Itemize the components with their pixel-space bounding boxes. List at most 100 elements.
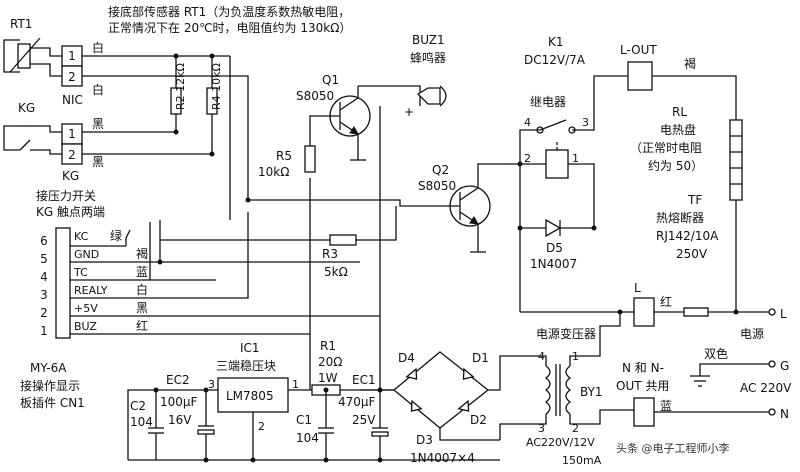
cn1-pin5-color: 褐 <box>136 246 148 261</box>
tf-rating1: RJ142/10A <box>656 229 719 243</box>
cn1-caption2: 接操作显示 <box>20 378 80 393</box>
kg-pin1: 1 <box>68 127 76 141</box>
resistor-r1: R1 20Ω 1W <box>311 339 342 396</box>
neutral-note1: N 和 N- <box>622 361 664 375</box>
cn1-caption3: 板插件 CN1 <box>20 396 85 410</box>
bridge-d1: D1 <box>472 351 489 365</box>
resistor-r3: R3 5kΩ <box>160 206 397 279</box>
bridge-model: 1N4007×4 <box>410 451 475 465</box>
rt1-connector: 1 2 NIC <box>61 45 83 107</box>
kg-caption: KG <box>62 169 79 183</box>
neutral-color: 蓝 <box>660 399 672 413</box>
cn1-pin3-num: 3 <box>40 288 48 302</box>
rl-note1: （正常时电阻 <box>630 141 702 155</box>
cn1-pin5-num: 5 <box>40 252 48 266</box>
cn1-pin6-color: 绿 <box>110 228 122 243</box>
ec1-label: EC1 <box>352 373 376 387</box>
ground-terminal: G <box>780 359 789 373</box>
ic1-pin2: 2 <box>258 420 265 433</box>
bridge-rectifier: D4 D1 D3 D2 1N4007×4 <box>392 351 490 465</box>
rt1-connector-label: NIC <box>62 93 83 107</box>
transistor-q1: Q1 S8050 <box>296 73 371 156</box>
kg-switch: KG <box>3 101 62 155</box>
transistor-q2: Q2 S8050 <box>418 163 491 227</box>
ic1-pin1: 1 <box>292 378 299 391</box>
buzzer-label: BUZ1 <box>412 33 445 47</box>
bridge-d2: D2 <box>470 413 487 427</box>
bridge-d4: D4 <box>398 351 415 365</box>
cn1-pin4-label: TC <box>73 266 88 279</box>
wire-color-white-top: 白 <box>92 40 104 55</box>
cn1-pin4-num: 4 <box>40 270 48 284</box>
cn1-pin2-label: +5V <box>74 302 98 315</box>
ec1-value1: 470μF <box>338 395 376 409</box>
k1-pin1: 1 <box>572 152 579 165</box>
buzzer-name: 蜂鸣器 <box>410 50 446 65</box>
tf-rating2: 250V <box>676 247 708 261</box>
capacitor-ec2: EC2 100μF 16V <box>160 373 215 460</box>
cn1-pin1-num: 1 <box>40 324 48 338</box>
wire-color-white-2: 白 <box>92 82 104 97</box>
wire-color-black-1: 黑 <box>92 117 104 131</box>
cn1-pin2-num: 2 <box>40 306 48 320</box>
l-terminal: L <box>780 307 787 321</box>
bridge-d3: D3 <box>416 433 433 447</box>
ac-label: AC 220V <box>740 381 792 395</box>
rl-name: 电热盘 <box>660 122 696 137</box>
k1-name: 继电器 <box>530 95 566 109</box>
wire-color-black-2: 黑 <box>92 155 104 169</box>
cn1-pin5-label: GND <box>74 248 99 261</box>
k1-pin2: 2 <box>524 152 531 165</box>
ic1-label: IC1 <box>240 341 260 355</box>
r1-value: 20Ω <box>318 355 342 369</box>
r2-label: R2 12kΩ <box>174 63 187 110</box>
ec1-value2: 25V <box>352 413 376 427</box>
relay-coil <box>545 149 569 179</box>
heating-plate-rl: RL 电热盘 （正常时电阻 约为 50） <box>630 105 743 201</box>
cn1-pin3-color: 白 <box>136 282 148 297</box>
c1-label: C1 <box>296 413 312 427</box>
power-label: 电源 <box>740 327 764 341</box>
ic1-pin3: 3 <box>208 378 215 391</box>
r5-label: R5 <box>276 149 292 163</box>
ic1-model: LM7805 <box>226 389 274 403</box>
cn1-pin2-color: 黑 <box>136 301 148 315</box>
rt1-note-line2: 正常情况下在 20℃时，电阻值约为 130kΩ） <box>108 20 351 35</box>
kg-label: KG <box>18 101 35 115</box>
rt1-pin1: 1 <box>68 49 76 63</box>
cn1-pin3-label: REALY <box>74 284 108 297</box>
ec2-label: EC2 <box>166 373 190 387</box>
kg-note-line2: KG 触点两端 <box>36 205 105 219</box>
rl-note2: 约为 50） <box>648 158 703 173</box>
ac-terminal-n: N <box>780 407 789 421</box>
rt1-sensor: RT1 <box>3 17 62 77</box>
k1-pin4: 4 <box>524 116 531 129</box>
l-out-color: 褐 <box>684 56 696 71</box>
cn1-caption1: MY-6A <box>30 361 67 375</box>
k1-pin3: 3 <box>582 116 589 129</box>
cn1-connector: 6 5 4 3 2 1 KC GND TC REALY +5V BUZ 绿 褐 … <box>20 227 148 410</box>
neutral-note2: OUT 共用 <box>616 379 669 393</box>
kg-note-line1: 接压力开关 <box>36 188 96 203</box>
transformer-label: BY1 <box>580 385 603 399</box>
k1-label: K1 <box>548 35 564 49</box>
rt1-pin2: 2 <box>68 70 76 84</box>
l-in-label: L <box>634 281 641 295</box>
buzzer-buz1: BUZ1 蜂鸣器 + <box>404 33 447 119</box>
buzzer-plus: + <box>404 105 414 119</box>
ground-label: 双色 <box>704 347 728 361</box>
cn1-pin1-label: BUZ <box>74 320 97 333</box>
c2-label: C2 <box>130 399 146 413</box>
resistor-r5: R5 10kΩ <box>258 145 316 179</box>
watermark: 头条 @电子工程师小李 <box>616 441 730 455</box>
transformer-name: 电源变压器 <box>536 326 596 341</box>
k1-rating: DC12V/7A <box>524 53 586 67</box>
r3-value: 5kΩ <box>324 265 348 279</box>
ec2-value2: 16V <box>168 413 192 427</box>
rt1-note-line1: 接底部传感器 RT1（为负温度系数热敏电阻， <box>108 4 350 19</box>
r1-power: 1W <box>318 371 338 385</box>
transformer-pin2: 2 <box>572 422 579 435</box>
cn1-pin4-color: 蓝 <box>136 265 148 279</box>
d5-label: D5 <box>546 241 563 255</box>
